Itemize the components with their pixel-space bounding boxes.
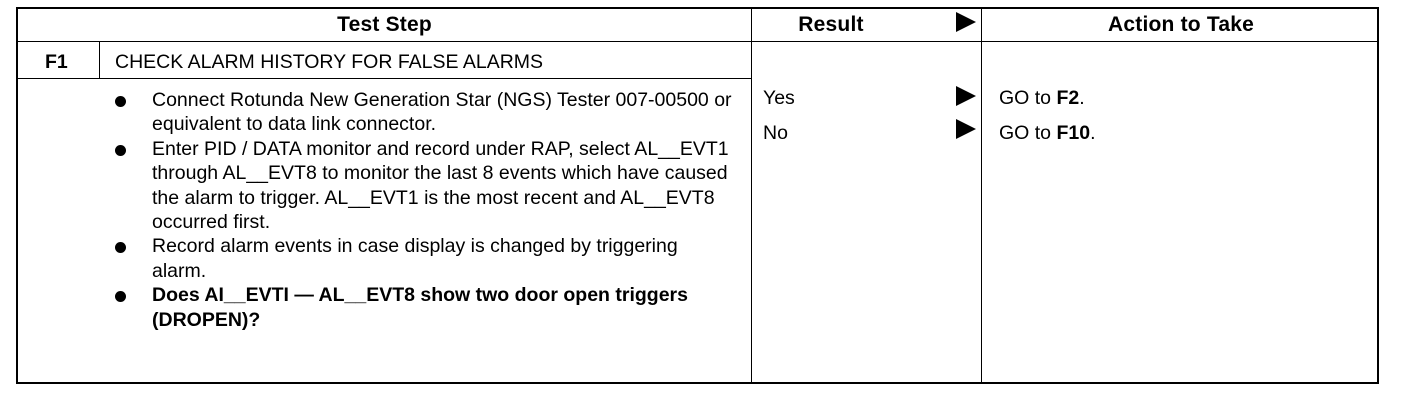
bullet-icon xyxy=(115,144,126,156)
step-title-divider xyxy=(18,78,752,79)
result-no-arrow-icon xyxy=(956,119,976,139)
header-action: Action to Take xyxy=(1108,13,1254,36)
step-instructions: Connect Rotunda New Generation Star (NGS… xyxy=(115,88,735,332)
header-divider xyxy=(18,41,1377,42)
action-yes: GO to F2. xyxy=(999,87,1085,109)
table-top-rule xyxy=(16,7,1379,9)
action-yes-target: F2 xyxy=(1056,87,1080,109)
bullet-icon xyxy=(115,96,126,107)
step-title: CHECK ALARM HISTORY FOR FALSE ALARMS xyxy=(115,51,544,73)
column-divider-result xyxy=(751,8,752,382)
header-arrow-icon xyxy=(956,12,976,32)
header-result: Result xyxy=(798,13,864,36)
bullet-icon xyxy=(115,242,126,254)
step-id-divider xyxy=(99,41,100,78)
column-divider-action xyxy=(981,8,982,382)
action-no-target: F10 xyxy=(1056,122,1091,144)
instruction-item: Record alarm events in case display is c… xyxy=(115,234,735,283)
step-id: F1 xyxy=(45,51,68,73)
instruction-item: Enter PID / DATA monitor and record unde… xyxy=(115,137,735,235)
diagnostic-test-table: Test Step Result Action to Take F1 CHECK… xyxy=(16,8,1379,384)
instruction-item: Connect Rotunda New Generation Star (NGS… xyxy=(115,88,735,137)
instruction-question: Does AI__EVTI — AL__EVT8 show two door o… xyxy=(115,283,735,332)
header-test-step: Test Step xyxy=(337,13,432,36)
action-no: GO to F10. xyxy=(999,122,1096,144)
result-yes: Yes xyxy=(763,87,795,109)
result-yes-arrow-icon xyxy=(956,86,976,106)
result-no: No xyxy=(763,122,788,144)
bullet-icon xyxy=(115,291,126,303)
